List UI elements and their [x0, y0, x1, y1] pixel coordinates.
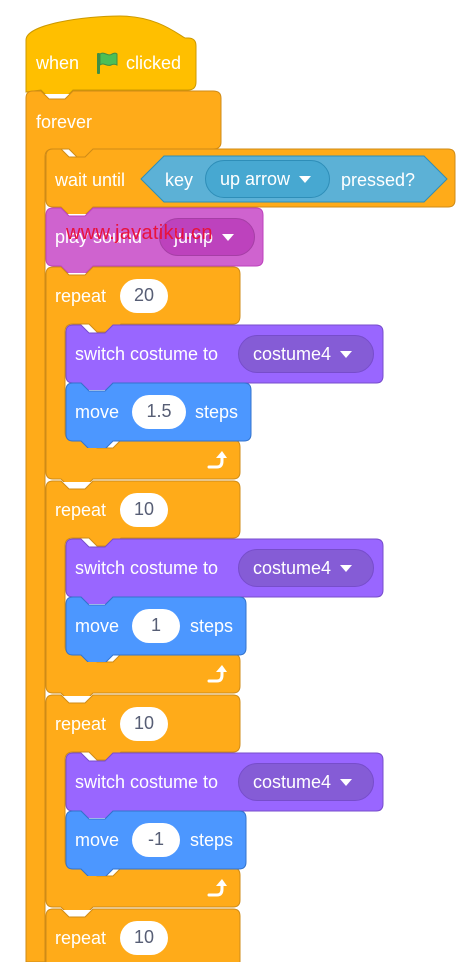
watermark-text: www.javatiku.cn [66, 222, 213, 244]
repeat-block[interactable]: repeat 10 [45, 908, 243, 962]
key-dropdown-value: up arrow [220, 169, 291, 189]
repeat-block[interactable]: repeat 10 [45, 480, 243, 696]
repeat-label: repeat [55, 500, 107, 520]
switch-costume-label: switch costume to [75, 344, 219, 364]
sound-dropdown[interactable]: jump [159, 218, 255, 256]
chevron-down-icon [340, 350, 353, 358]
steps-label: steps [190, 830, 234, 850]
chevron-down-icon [222, 233, 235, 241]
sound-dropdown-value: jump [174, 227, 214, 247]
when-flag-clicked-block[interactable]: when clicked [25, 14, 197, 94]
key-label: key [165, 170, 194, 190]
repeat-count-input[interactable]: 20 [120, 279, 168, 313]
chevron-down-icon [299, 175, 312, 183]
move-label: move [75, 402, 120, 422]
move-steps-block[interactable]: move -1 steps [65, 810, 249, 876]
wait-until-label: wait until [55, 170, 126, 190]
costume-dropdown-value: costume4 [253, 772, 332, 792]
loop-arrow-icon [205, 877, 227, 904]
clicked-label: clicked [126, 53, 182, 73]
repeat-count-input[interactable]: 10 [120, 921, 168, 955]
move-steps-input[interactable]: 1.5 [132, 395, 186, 429]
switch-costume-block[interactable]: switch costume to costume4 [65, 324, 385, 390]
pressed-label: pressed? [341, 170, 416, 190]
repeat-block-shape [45, 480, 241, 696]
play-sound-label: play sound [55, 227, 143, 247]
repeat-label: repeat [55, 714, 107, 734]
switch-costume-label: switch costume to [75, 558, 219, 578]
move-steps-input[interactable]: 1 [132, 609, 180, 643]
switch-costume-block[interactable]: switch costume to costume4 [65, 752, 385, 818]
repeat-count-input[interactable]: 10 [120, 493, 168, 527]
move-steps-block[interactable]: move 1.5 steps [65, 382, 253, 448]
costume-dropdown[interactable]: costume4 [238, 335, 374, 373]
costume-dropdown-value: costume4 [253, 558, 332, 578]
chevron-down-icon [340, 564, 353, 572]
forever-label: forever [36, 112, 93, 132]
repeat-count-input[interactable]: 10 [120, 707, 168, 741]
loop-arrow-icon [205, 449, 227, 476]
repeat-label: repeat [55, 928, 107, 948]
green-flag-icon[interactable] [94, 50, 120, 76]
when-label: when [36, 53, 80, 73]
move-label: move [75, 616, 120, 636]
switch-costume-label: switch costume to [75, 772, 219, 792]
wait-until-block[interactable]: wait until key up arrow pressed? [45, 148, 457, 214]
switch-costume-block[interactable]: switch costume to costume4 [65, 538, 385, 604]
move-label: move [75, 830, 120, 850]
repeat-label: repeat [55, 286, 107, 306]
move-steps-block[interactable]: move 1 steps [65, 596, 249, 662]
steps-label: steps [190, 616, 234, 636]
repeat-block-shape [45, 694, 241, 910]
repeat-block-shape [45, 266, 241, 482]
repeat-block[interactable]: repeat 10 [45, 694, 243, 910]
chevron-down-icon [340, 778, 353, 786]
costume-dropdown[interactable]: costume4 [238, 763, 374, 801]
repeat-block[interactable]: repeat 20 [45, 266, 243, 482]
loop-arrow-icon [205, 663, 227, 690]
play-sound-block[interactable]: play sound jump [45, 207, 265, 273]
steps-label: steps [195, 402, 239, 422]
costume-dropdown-value: costume4 [253, 344, 332, 364]
costume-dropdown[interactable]: costume4 [238, 549, 374, 587]
key-dropdown[interactable]: up arrow [205, 160, 330, 198]
move-steps-input[interactable]: -1 [132, 823, 180, 857]
